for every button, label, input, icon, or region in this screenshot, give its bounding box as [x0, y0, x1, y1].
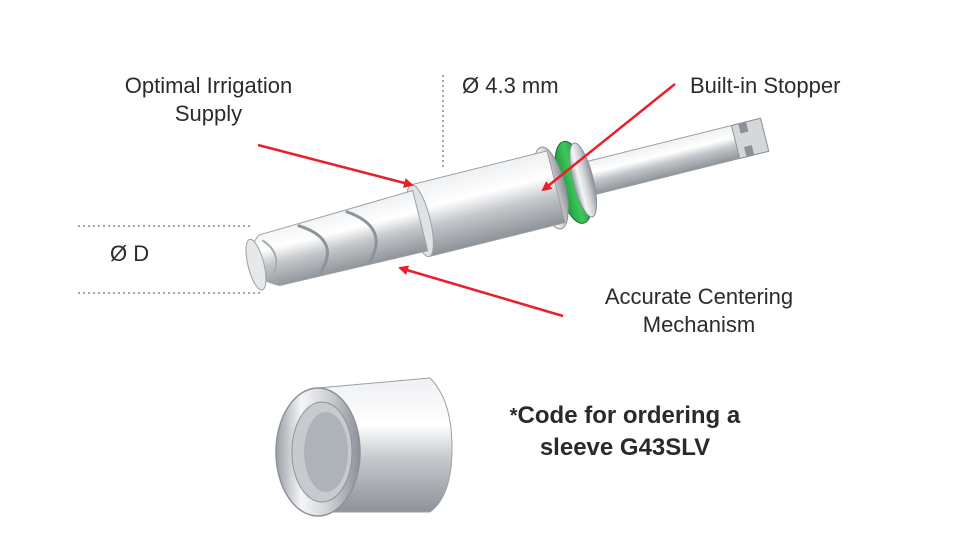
drill-body [410, 150, 566, 258]
label-diameter-4-3: Ø 4.3 mm [462, 73, 559, 98]
order-note-prefix: sleeve [539, 434, 620, 461]
asterisk: * [509, 405, 518, 427]
label-irrigation-supply: Optimal Irrigation Supply [124, 73, 293, 126]
label-diameter-d: Ø D [110, 241, 150, 266]
drill-flutes [249, 189, 429, 287]
order-note: *Code for ordering a sleeve G43SLV [480, 400, 770, 464]
sleeve-illustration [275, 377, 453, 517]
arrow-centering [398, 265, 564, 318]
arrow-stopper [541, 83, 676, 192]
label-centering-mechanism: Accurate Centering Mechanism [604, 284, 794, 337]
order-note-text: Code for ordering a [517, 402, 741, 429]
order-note-line2: sleeve G43SLV [480, 432, 770, 464]
sleeve-code: G43SLV [619, 434, 711, 461]
arrow-irrigation [257, 143, 414, 188]
order-note-line1: *Code for ordering a [480, 400, 770, 432]
label-built-in-stopper: Built-in Stopper [690, 73, 841, 98]
